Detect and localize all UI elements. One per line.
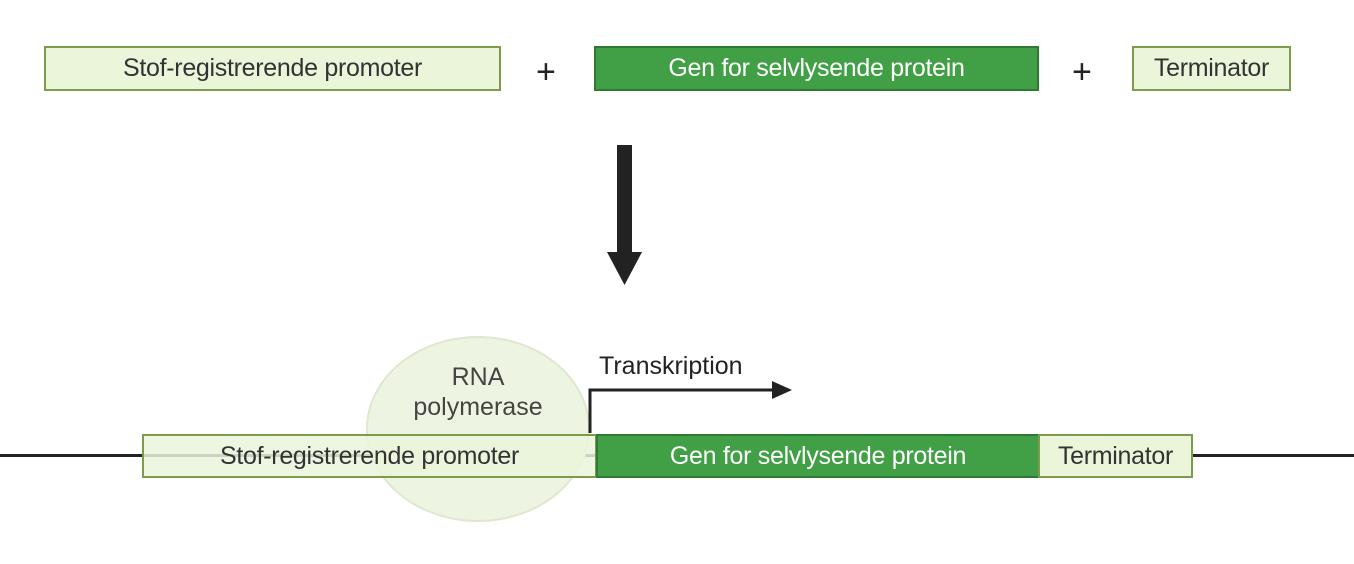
plus-sign: + xyxy=(536,53,556,91)
transcription-label: Transkription xyxy=(599,352,743,380)
bottom-terminator-box: Terminator xyxy=(1038,434,1193,478)
bottom-promoter-box: Stof-registrerende promoter xyxy=(142,434,597,478)
rna-polymerase-label-line2: polymerase xyxy=(413,393,543,421)
down-arrow-icon xyxy=(607,145,642,285)
top-terminator-label: Terminator xyxy=(1153,54,1270,82)
rna-polymerase-ellipse xyxy=(366,336,590,522)
top-promoter-label: Stof-registrerende promoter xyxy=(123,54,422,82)
rna-polymerase-label-line1: RNA xyxy=(451,363,505,391)
bottom-gene-box: Gen for selvlysende protein xyxy=(596,434,1040,478)
bottom-promoter-label: Stof-registrerende promoter xyxy=(220,441,519,470)
top-gene-label: Gen for selvlysende protein xyxy=(668,54,965,82)
top-terminator-box: Terminator xyxy=(1132,46,1291,91)
transcription-arrow-icon xyxy=(588,381,792,433)
top-gene-box: Gen for selvlysende protein xyxy=(594,46,1039,91)
top-promoter-box: Stof-registrerende promoter xyxy=(44,46,501,91)
bottom-gene-label: Gen for selvlysende protein xyxy=(669,441,967,470)
bottom-terminator-label: Terminator xyxy=(1057,441,1174,470)
rna-polymerase-label: RNA polymerase xyxy=(366,362,590,422)
plus-sign: + xyxy=(1072,53,1092,91)
